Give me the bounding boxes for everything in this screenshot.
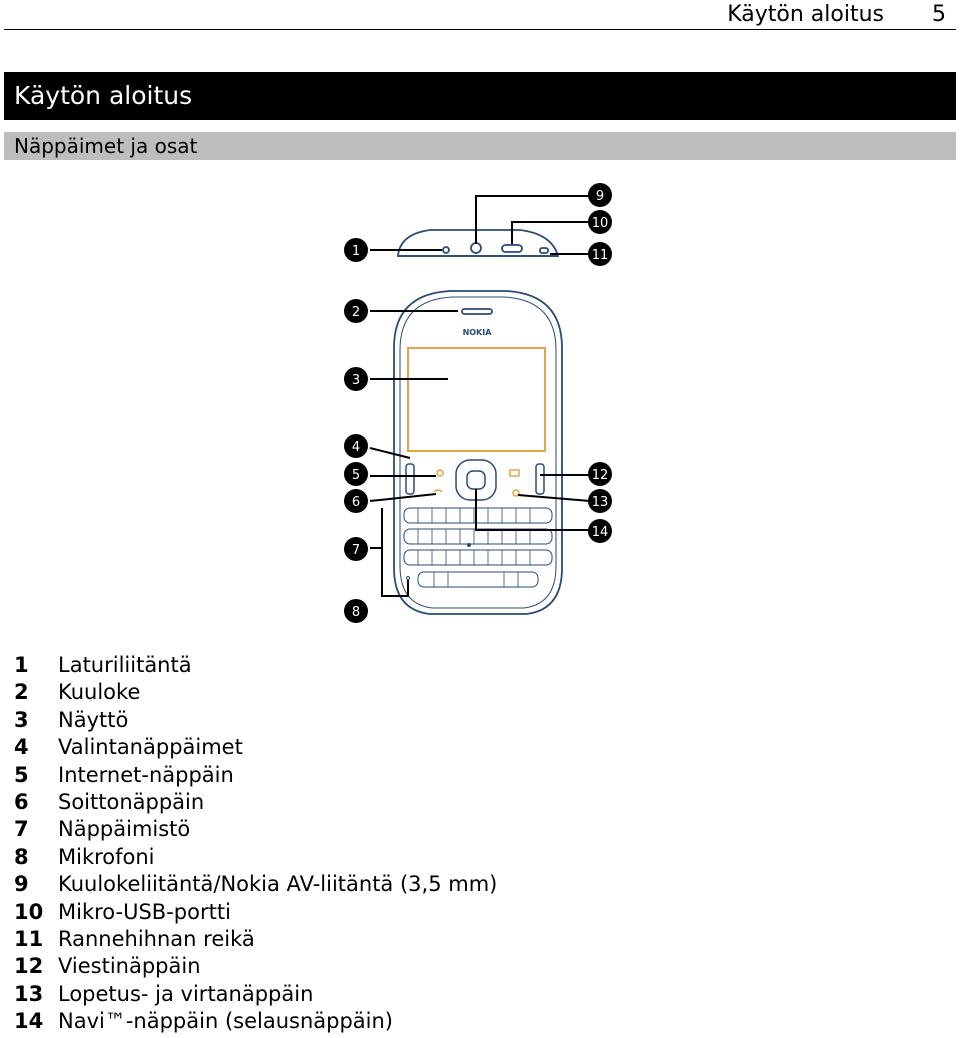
legend-label: Mikrofoni	[58, 844, 155, 869]
legend-label: Näppäimistö	[58, 817, 191, 842]
legend-number: 8	[14, 844, 29, 869]
brand-logo: NOKIA	[463, 328, 493, 337]
svg-text:2: 2	[352, 305, 360, 320]
callout-5: 5	[344, 462, 368, 486]
legend-number: 10	[14, 899, 44, 924]
legend-label: Laturiliitäntä	[58, 653, 192, 677]
legend-item: 4 Valintanäppäimet	[14, 734, 714, 761]
legend-item: 14 Navi™-näppäin (selausnäppäin)	[14, 1008, 714, 1035]
callouts: 1 2 3 4 5 6 7 8 9 10 11 12 13 14	[344, 183, 612, 623]
header-rule	[4, 29, 956, 30]
svg-text:14: 14	[592, 525, 609, 540]
legend-item: 1 Laturiliitäntä	[14, 652, 714, 679]
running-header: Käytön aloitus 5	[0, 0, 960, 30]
legend-number: 6	[14, 789, 29, 814]
legend-label: Soittonäppäin	[58, 789, 205, 814]
leader-lines	[369, 195, 591, 597]
callout-1: 1	[344, 238, 368, 262]
legend-item: 6 Soittonäppäin	[14, 789, 714, 816]
legend-label: Näyttö	[58, 707, 129, 732]
legend-label: Internet-näppäin	[58, 762, 234, 787]
keyboard	[403, 507, 553, 588]
legend-label: Viestinäppäin	[58, 954, 201, 979]
svg-text:3: 3	[352, 373, 360, 388]
callout-10: 10	[588, 210, 612, 234]
legend-item: 3 Näyttö	[14, 707, 714, 734]
svg-text:11: 11	[592, 248, 609, 263]
legend-item: 11 Rannehihnan reikä	[14, 926, 714, 953]
legend-label: Kuulokeliitäntä/Nokia AV-liitäntä (3,5 m…	[58, 872, 498, 897]
legend-number: 13	[14, 981, 44, 1006]
phone-top-view	[397, 229, 560, 257]
legend-number: 12	[14, 954, 44, 979]
legend-number: 11	[14, 926, 44, 951]
svg-text:5: 5	[352, 468, 360, 483]
running-header-title: Käytön aloitus	[727, 2, 884, 27]
callout-7: 7	[344, 537, 368, 561]
phone-front	[393, 290, 563, 615]
parts-legend: 1 Laturiliitäntä 2 Kuuloke 3 Näyttö 4 Valint…	[14, 652, 714, 1035]
callout-9: 9	[588, 183, 612, 207]
legend-item: 10 Mikro-USB-portti	[14, 899, 714, 926]
page-number: 5	[932, 2, 946, 27]
subsection-title: Näppäimet ja osat	[4, 132, 956, 160]
legend-number: 4	[14, 735, 29, 760]
callout-12: 12	[588, 462, 612, 486]
legend-label: Mikro-USB-portti	[58, 899, 231, 924]
legend-number: 2	[14, 680, 29, 705]
svg-text:10: 10	[592, 216, 609, 231]
section-title: Käytön aloitus	[4, 72, 956, 120]
phone-diagram: NOKIA	[330, 178, 630, 628]
legend-label: Kuuloke	[58, 680, 141, 705]
legend-number: 9	[14, 872, 29, 897]
legend-item: 7 Näppäimistö	[14, 816, 714, 843]
legend-number: 1	[14, 653, 29, 677]
svg-text:7: 7	[352, 543, 360, 558]
legend-number: 3	[14, 707, 29, 732]
legend-item: 13 Lopetus- ja virtanäppäin	[14, 981, 714, 1008]
svg-text:4: 4	[352, 440, 360, 455]
legend-item: 2 Kuuloke	[14, 679, 714, 706]
legend-number: 7	[14, 817, 29, 842]
legend-label: Rannehihnan reikä	[58, 926, 255, 951]
svg-text:13: 13	[592, 495, 609, 510]
callout-14: 14	[588, 519, 612, 543]
legend-label: Navi™-näppäin (selausnäppäin)	[58, 1009, 393, 1034]
legend-item: 8 Mikrofoni	[14, 844, 714, 871]
legend-number: 5	[14, 762, 29, 787]
callout-13: 13	[588, 489, 612, 513]
legend-item: 12 Viestinäppäin	[14, 953, 714, 980]
legend-number: 14	[14, 1009, 44, 1034]
svg-text:9: 9	[596, 189, 604, 204]
callout-3: 3	[344, 367, 368, 391]
svg-text:8: 8	[352, 605, 360, 620]
legend-item: 9 Kuulokeliitäntä/Nokia AV-liitäntä (3,5 …	[14, 871, 714, 898]
legend-label: Valintanäppäimet	[58, 735, 243, 760]
svg-text:6: 6	[352, 495, 360, 510]
legend-label: Lopetus- ja virtanäppäin	[58, 981, 314, 1006]
svg-text:1: 1	[352, 244, 360, 259]
svg-text:12: 12	[592, 468, 609, 483]
callout-2: 2	[344, 299, 368, 323]
phone-screen	[407, 347, 546, 452]
callout-6: 6	[344, 489, 368, 513]
callout-11: 11	[588, 242, 612, 266]
callout-4: 4	[344, 434, 368, 458]
callout-8: 8	[344, 599, 368, 623]
legend-item: 5 Internet-näppäin	[14, 762, 714, 789]
